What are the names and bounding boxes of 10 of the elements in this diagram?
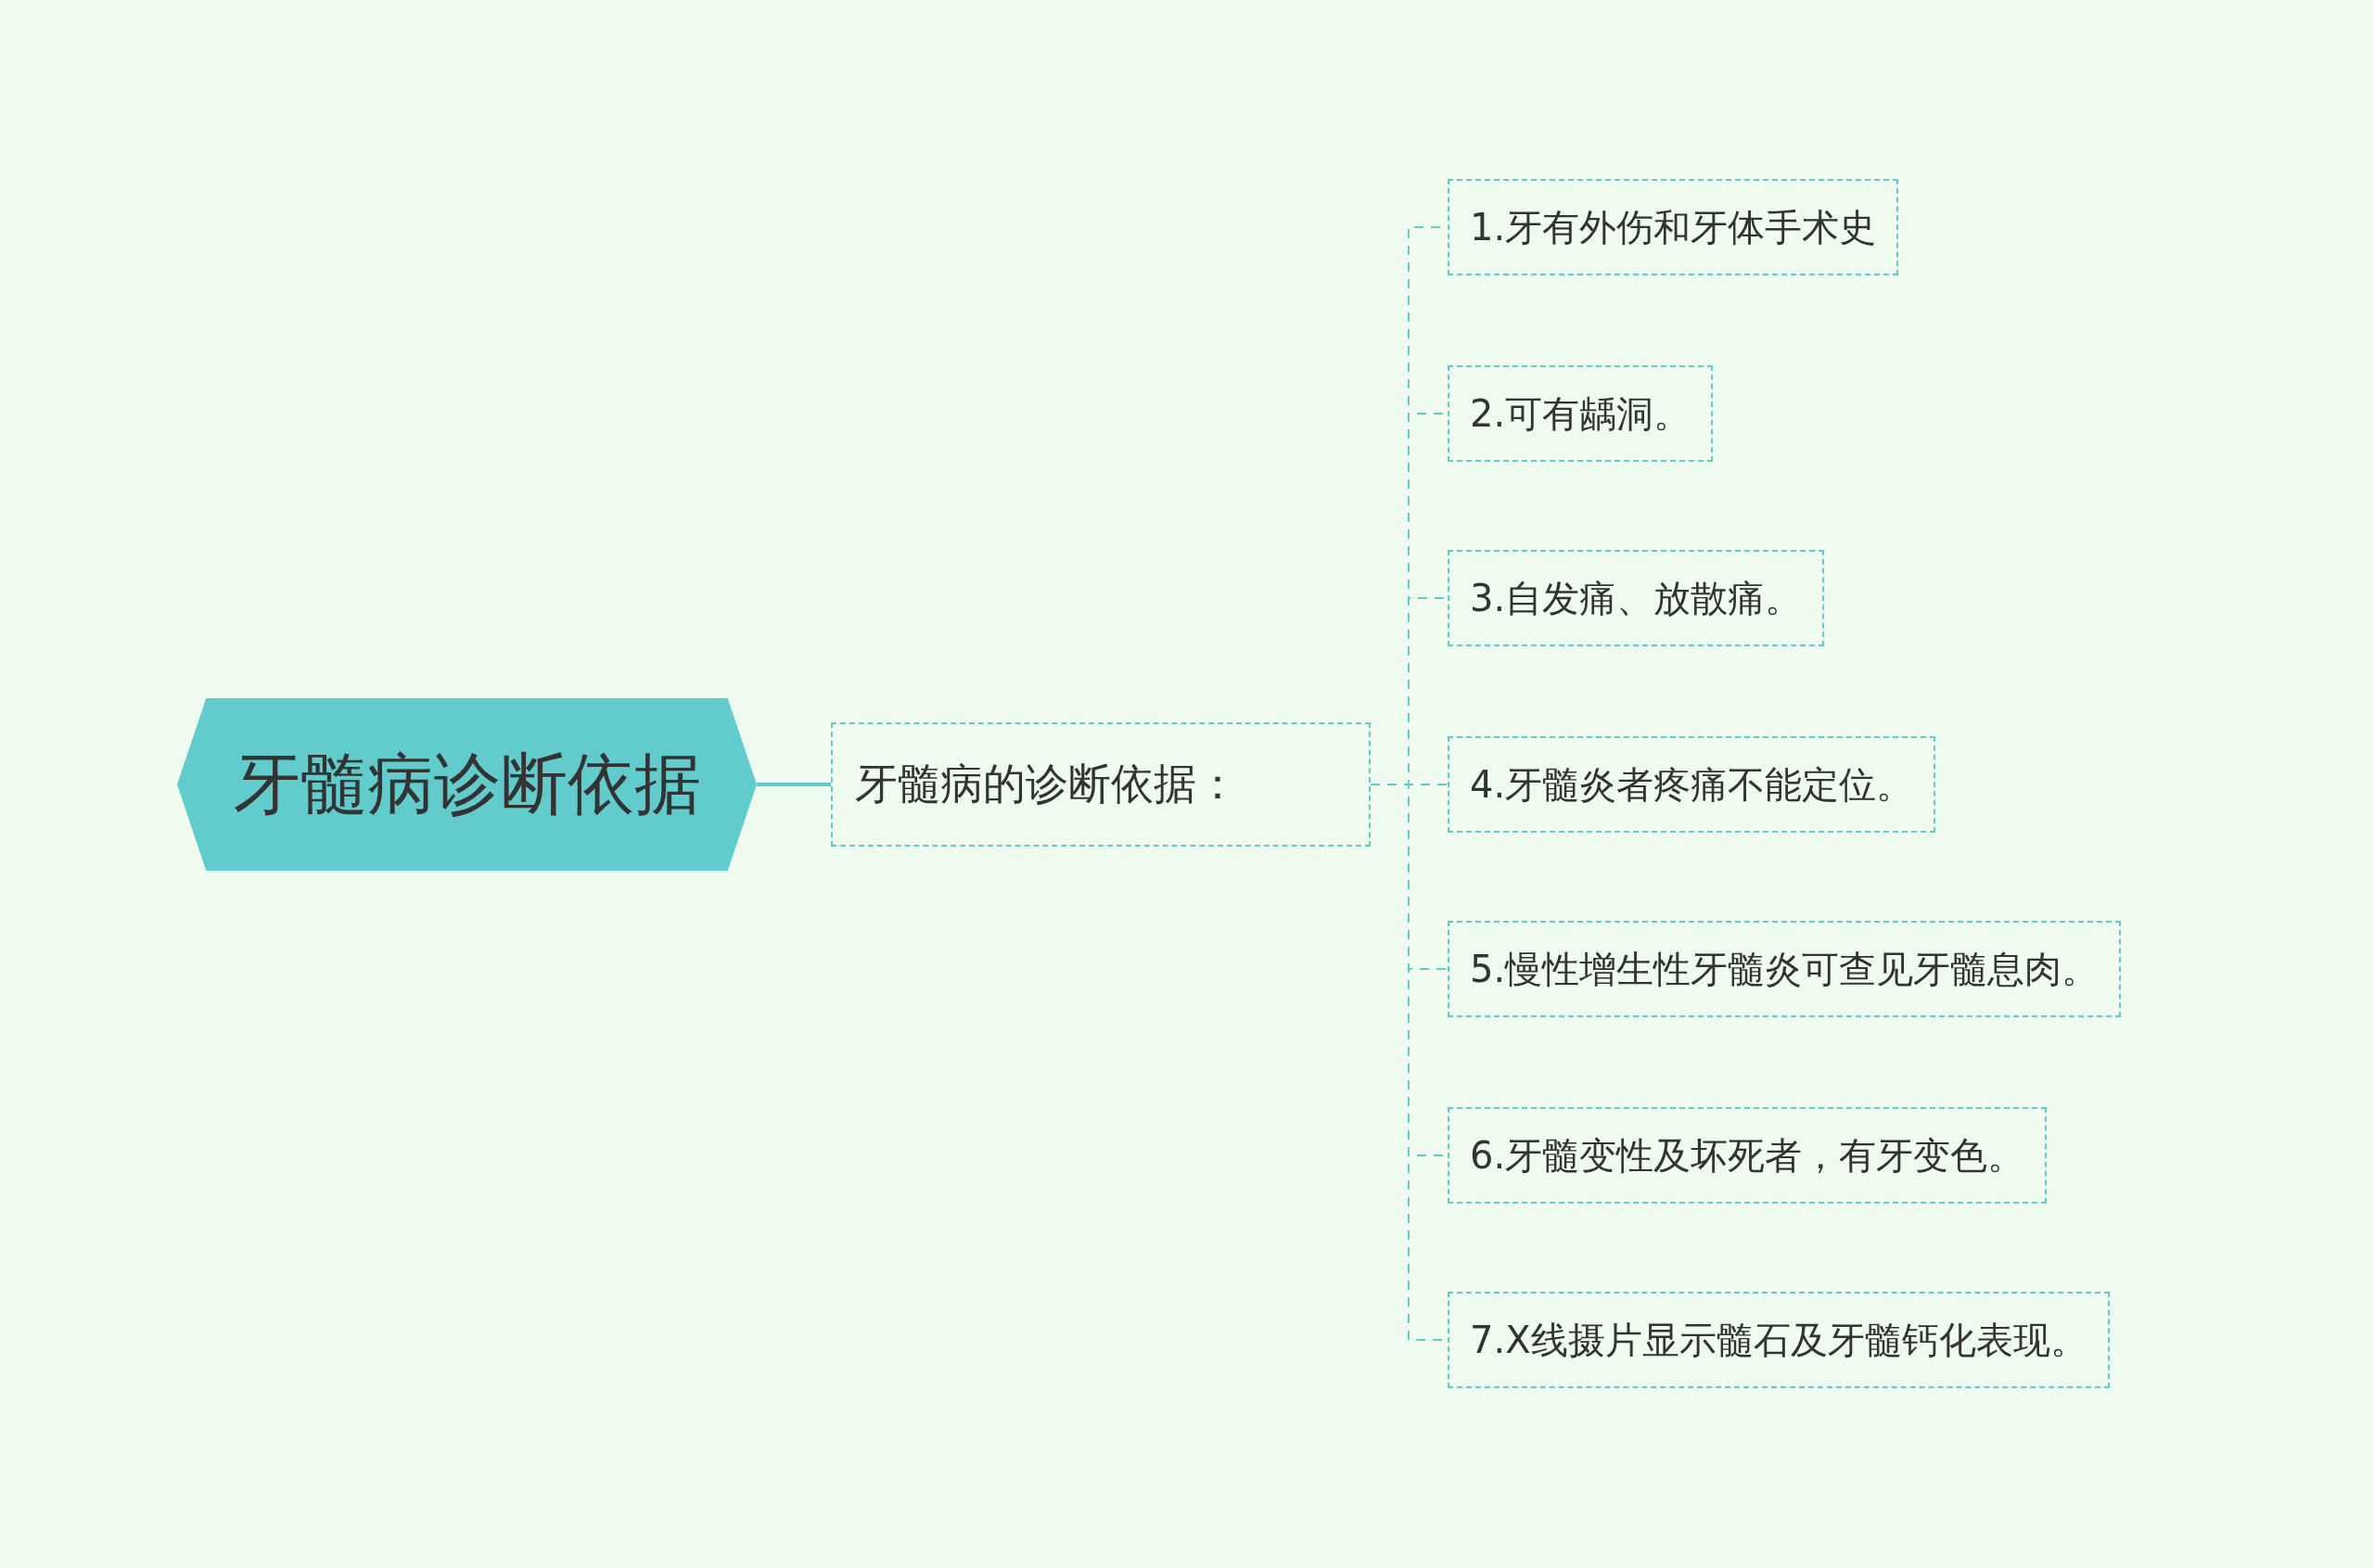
connector-line — [757, 783, 831, 786]
topic-box: 5.慢性增生性牙髓炎可查见牙髓息肉。 — [1448, 921, 2122, 1017]
topic-box: 6.牙髓变性及坏死者，有牙变色。 — [1448, 1107, 2048, 1204]
topic-box: 1.牙有外伤和牙体手术史 — [1448, 179, 1899, 275]
topic-box: 2.可有龋洞。 — [1448, 365, 1714, 462]
topic-box: 牙髓病的诊断依据： — [831, 722, 1371, 847]
topic-box: 3.自发痛、放散痛。 — [1448, 550, 1825, 646]
topic-hexagon: 牙髓病诊断依据 — [177, 698, 757, 871]
topic-box: 7.X线摄片显示髓石及牙髓钙化表现。 — [1448, 1292, 2110, 1388]
topic-box: 4.牙髓炎者疼痛不能定位。 — [1448, 736, 1936, 833]
